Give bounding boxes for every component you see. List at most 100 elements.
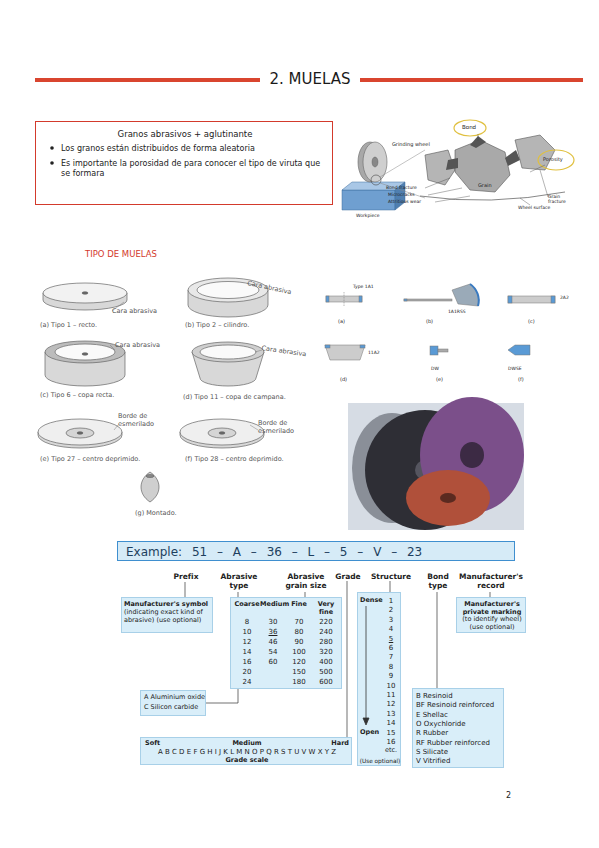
- grinding-illustration: [380, 150, 425, 177]
- figure-label: (a) Tipo 1 – recto.: [40, 322, 160, 330]
- diamond-wheel-drawings: [551, 296, 555, 303]
- table-cell: 280: [314, 638, 338, 646]
- grade-scale-box: GradeSoftMediumHardA B C D E F G H I J K…: [140, 737, 352, 765]
- diamond-wheel-drawings: [430, 346, 438, 355]
- wheel-type-drawings: [114, 425, 118, 430]
- table-cell: 180: [287, 678, 311, 686]
- box-text: 6: [384, 644, 398, 652]
- box-text: 4: [384, 625, 398, 633]
- part-label: Grain: [478, 182, 498, 188]
- wheel-type-drawings: [180, 419, 264, 445]
- table-cell: 14: [235, 648, 259, 656]
- box-text: S Silicate: [416, 748, 504, 756]
- figure-label: (e): [436, 376, 451, 382]
- box-text: 12: [384, 700, 398, 708]
- part-label: Porosity: [543, 156, 573, 162]
- column-heading: Structure: [366, 572, 416, 581]
- box-text: 14: [384, 719, 398, 727]
- box-text: 15: [384, 729, 398, 737]
- column-heading: Manufacturer's record: [452, 572, 530, 590]
- grinding-illustration: [538, 150, 574, 170]
- wheel-type-drawings: [110, 345, 115, 350]
- figure-label: (d) Tipo 11 – copa de campana.: [183, 394, 323, 402]
- table-cell: 30: [261, 618, 285, 626]
- wheel-type-drawings: [192, 342, 264, 362]
- grinding-illustration: [372, 157, 378, 167]
- figure-label: Borde de esmerilado: [118, 413, 158, 429]
- grinding-illustration: [530, 165, 545, 172]
- part-label: Grain fracture: [548, 194, 578, 205]
- table-cell: 220: [314, 618, 338, 626]
- table-cell: 500: [314, 668, 338, 676]
- diamond-wheel-drawings: [404, 299, 407, 301]
- column-heading: Prefix: [161, 572, 211, 581]
- grinding-illustration: [446, 158, 458, 170]
- box-text: Example: 51 – A – 36 – L – 5 – V – 23: [126, 545, 511, 559]
- figure-label: (b): [426, 318, 441, 324]
- page-title: 2. MUELAS: [255, 70, 365, 88]
- box-text: Fine: [286, 601, 312, 609]
- record-box: Manufacturer's recordManufacturer's priv…: [456, 597, 526, 633]
- table-cell: 400: [314, 658, 338, 666]
- wheel-photo: [406, 470, 490, 526]
- wheel-type-drawings: [38, 278, 268, 502]
- table-cell: 70: [287, 618, 311, 626]
- diamond-wheel-drawings: [326, 296, 362, 302]
- part-label: Bond fracture: [386, 185, 431, 190]
- diamond-wheel-drawings: [508, 345, 530, 355]
- box-text: Es importante la porosidad de para conoc…: [61, 159, 323, 178]
- diamond-wheel-drawings: [360, 345, 365, 348]
- page-number: 2: [506, 791, 516, 801]
- box-text: 7: [384, 653, 398, 661]
- figure-label: (d): [340, 376, 355, 382]
- grinding-illustration: [455, 140, 510, 192]
- note-box: Granos abrasivos + aglutinanteLos granos…: [35, 121, 333, 205]
- column-heading: Abrasive grain size: [277, 572, 335, 590]
- table-cell: 80: [287, 628, 311, 636]
- wheel-type-drawings: [55, 344, 115, 360]
- part-label: Attritious wear: [388, 199, 433, 204]
- figure-label: (e) Tipo 27 – centro deprimido.: [40, 456, 180, 464]
- table-cell: 100: [287, 648, 311, 656]
- figure-label: (a): [338, 318, 353, 324]
- box-text: E Shellac: [416, 711, 504, 719]
- part-label: Bond: [462, 124, 482, 131]
- grinding-illustration: [505, 150, 520, 166]
- diamond-wheel-drawings: [325, 284, 555, 360]
- wheel-type-drawings: [43, 283, 127, 303]
- leader-line: [437, 592, 438, 688]
- table-cell: 600: [314, 678, 338, 686]
- box-text: Los granos están distribuidos de forma a…: [61, 144, 323, 154]
- abrasive-box: Abrasive typeA Aluminium oxideC Silicon …: [140, 690, 206, 716]
- diamond-wheel-drawings: [344, 292, 345, 306]
- figure-label: (b) Tipo 2 – cilindro.: [185, 322, 305, 330]
- wheel-type-drawings: [38, 419, 122, 445]
- wheel-type-drawings: [82, 292, 88, 294]
- diamond-wheel-drawings: [508, 296, 555, 303]
- box-text: 16: [384, 738, 398, 746]
- figure-label: Cara abrasiva: [112, 308, 172, 316]
- box-text: 5: [384, 635, 398, 643]
- box-text: BF Resinoid reinforced: [416, 701, 504, 709]
- box-text: V Vitrified: [416, 757, 504, 765]
- box-text: Medium: [260, 601, 286, 609]
- box-text: O Oxychloride: [416, 720, 504, 728]
- box-text: 2: [384, 606, 398, 614]
- box-text: Hard: [309, 740, 349, 748]
- wheel-photo: [348, 397, 524, 530]
- column-heading: Grade: [328, 572, 368, 581]
- diamond-wheel-drawings: [438, 349, 448, 352]
- prefix-box: PrefixManufacturer's symbol(indicating e…: [121, 597, 213, 633]
- grinding-illustration: [342, 190, 395, 210]
- wheel-type-drawings: [77, 432, 83, 434]
- bond-box: Bond typeB ResinoidBF Resinoid reinforce…: [412, 688, 504, 768]
- grinding-illustration: [454, 120, 486, 136]
- box-text: Coarse: [234, 601, 260, 609]
- diamond-wheel-drawings: [452, 284, 479, 306]
- box-text: R Rubber: [416, 729, 504, 737]
- grinding-illustration: [425, 178, 450, 188]
- table-cell: 36: [261, 628, 285, 636]
- box-text: (Use optional): [358, 758, 402, 765]
- leader-line: [390, 581, 391, 592]
- figure-label: DW: [431, 366, 446, 371]
